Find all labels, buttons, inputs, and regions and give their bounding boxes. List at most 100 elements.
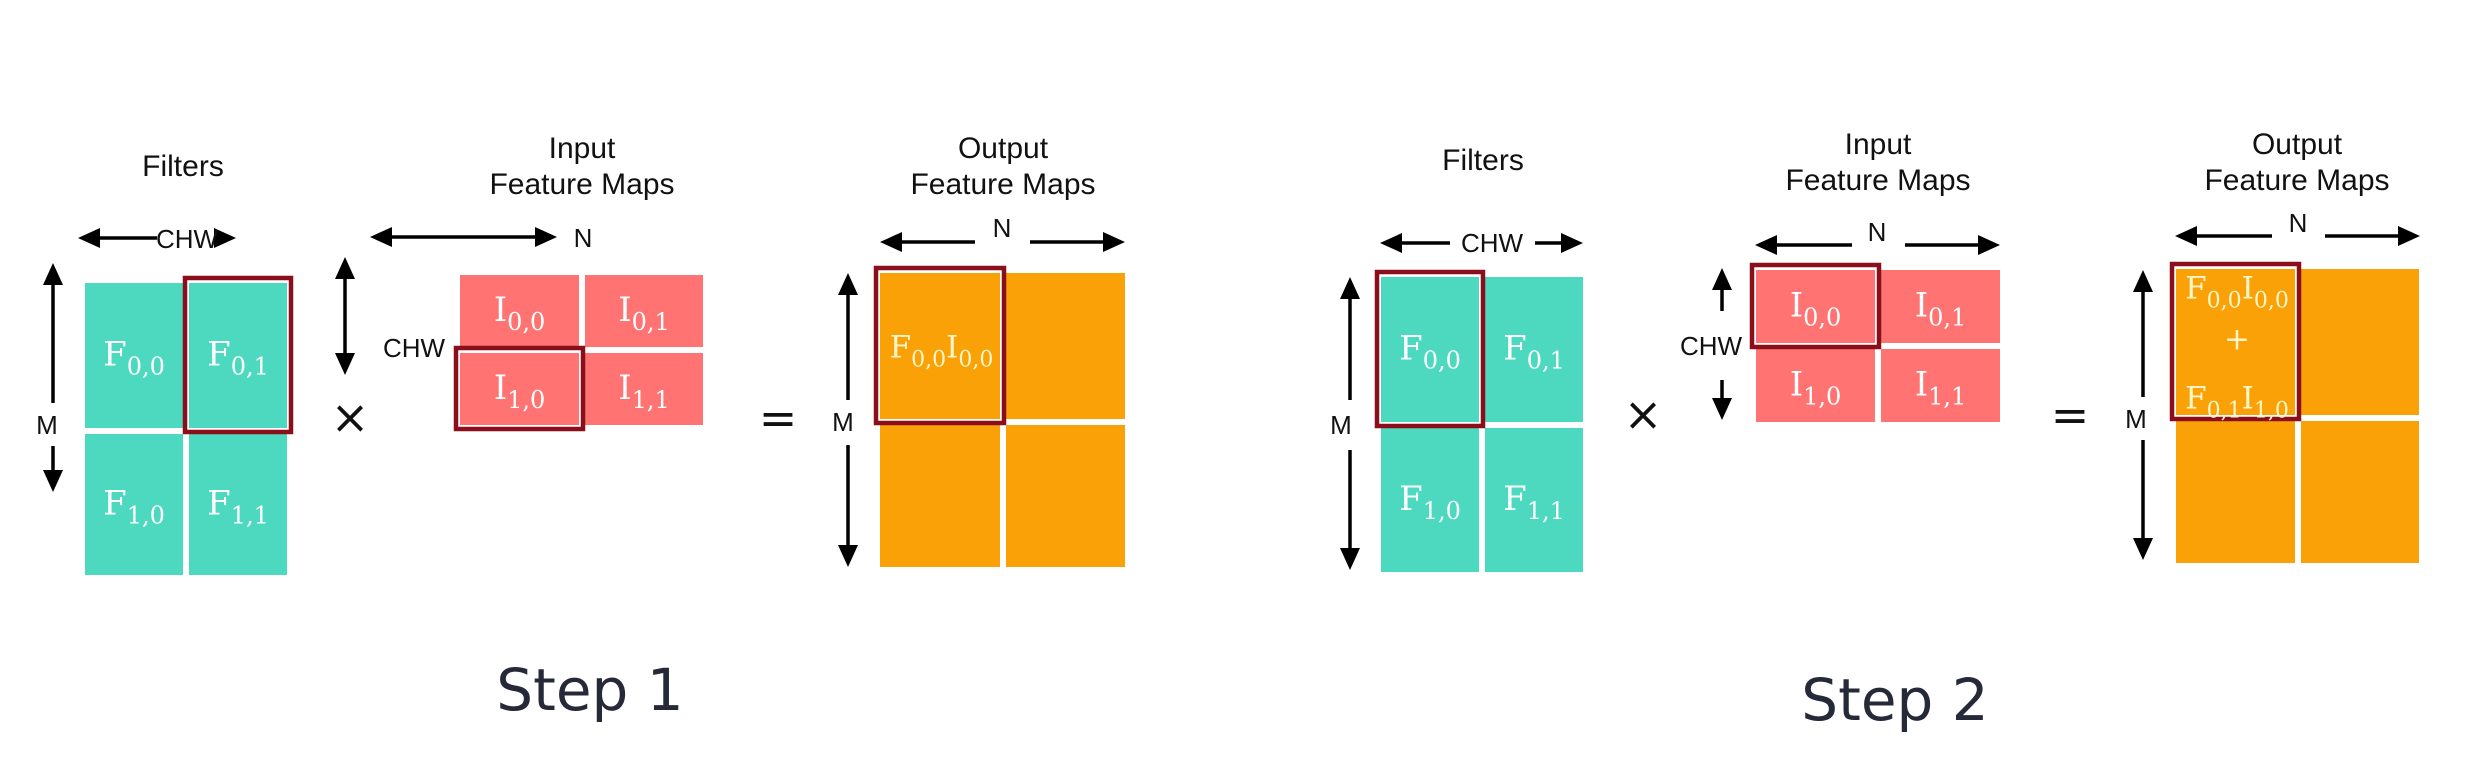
step-2-input-title-line2: Feature Maps (1785, 164, 1970, 197)
step-1-input-n-label: N (574, 223, 593, 253)
step-1-filters-matrix-highlight-box (182, 275, 294, 435)
arrowhead-down (1712, 398, 1732, 420)
step-1-label: Step 1 (496, 656, 683, 724)
step-1-filters-matrix-cell-0-1 (189, 283, 287, 428)
arrowhead-up (1712, 268, 1732, 290)
step-2-output-term-0-factor-0-subscript: 0,0 (2207, 289, 2242, 314)
step-1-filters-matrix-cell-1-1-subscript: 1,1 (231, 502, 269, 530)
step-2-output-m-arrow (2133, 270, 2153, 560)
step-2-filters-matrix-cell-0-0-subscript: 0,0 (1423, 347, 1461, 375)
step-2-output-term-1-factor-1-subscript: 1,0 (2254, 399, 2289, 424)
step-1-input-chw-arrow (335, 257, 355, 375)
step-1-input-matrix-cell-0-0-base: I (494, 290, 507, 330)
step-1-output-matrix-highlight-box (873, 265, 1007, 426)
step-1-output-term-0: F0,0​I0,0​ (890, 330, 994, 373)
step-2-filters-matrix-highlight-box (1374, 269, 1486, 429)
step-2-input-n-arrow (1755, 235, 2000, 255)
step-2-filters-matrix-cell-label-0-0: F0,0​ (1399, 329, 1461, 375)
step-2-input-matrix-cell-0-1-subscript: 0,1 (1928, 304, 1966, 332)
step-2-filters-matrix-cell-0-0-base: F (1399, 329, 1423, 369)
step-2-input-matrix-cell-label-1-0: I1,0​ (1790, 365, 1842, 411)
step-2-output-matrix-cell-1-1 (2301, 421, 2419, 563)
step-1-output-matrix-cell-1-0 (880, 425, 1000, 567)
step-1-output-n-label: N (993, 213, 1012, 243)
step-1-input-matrix-cell-0-1-base: I (618, 290, 631, 330)
step-1-output-term-0-factor-1-subscript: 0,0 (958, 348, 993, 373)
arrowhead-down (1340, 548, 1360, 570)
step-2-input-matrix-cell-0-0-subscript: 0,0 (1803, 304, 1841, 332)
step-1-output-matrix-cell-1-1 (1006, 425, 1125, 567)
step-1-input-matrix-cell-label-1-0: I1,0​ (494, 368, 546, 414)
step-2-input-matrix-highlight-box (1749, 262, 1882, 350)
step-1-filters-matrix-cell-label-1-1: F1,1​ (207, 484, 269, 530)
step-2-output-term-1-factor-0-base: F (2185, 381, 2207, 417)
step-1-filters-title: Filters (142, 150, 224, 183)
step-2-filters-title: Filters (1442, 144, 1524, 177)
step-2-output-matrix-cell-0-1 (2301, 269, 2419, 415)
step-2-filters-matrix-cell-0-1-subscript: 0,1 (1527, 347, 1565, 375)
step-2-input-matrix-cell-1-0 (1756, 349, 1875, 422)
step-2-filters-matrix-cell-label-0-1: F0,1​ (1503, 329, 1565, 375)
step-2-filters-matrix-cell-0-1 (1485, 277, 1583, 422)
step-2-input-matrix-cell-0-1-base: I (1915, 286, 1928, 326)
step-1-filters-matrix-cell-0-0-subscript: 0,0 (127, 353, 165, 381)
step-2-filters-m-label: M (1330, 410, 1352, 440)
step-2-filters-m-arrow (1340, 277, 1360, 570)
step-2-input-matrix-cell-1-1-base: I (1915, 365, 1928, 405)
step-2-output-term-1-factor-1-base: I (2242, 381, 2254, 417)
step-1-output-term-0-factor-0-subscript: 0,0 (911, 348, 946, 373)
step-1-output-matrix-cell-0-0 (880, 273, 1000, 419)
arrowhead-down (2133, 538, 2153, 560)
step-1-filters-matrix: F0,0​ F0,1​ F1,0​ F1,1​ (85, 275, 294, 575)
step-1-filters-matrix-cell-label-1-0: F1,0​ (103, 484, 165, 530)
arrowhead-right (1978, 235, 2000, 255)
step-1-filters-matrix-cell-0-0-base: F (103, 335, 127, 375)
step-2-input-matrix-cell-label-1-1: I1,1​ (1915, 365, 1967, 411)
step-1-filters-matrix-cell-1-0 (85, 434, 183, 575)
step-1-input-title-line1: Input (549, 132, 616, 165)
step-1-input-matrix-cell-0-1-subscript: 0,1 (632, 308, 670, 336)
step-2-filters-matrix-cell-1-1-base: F (1503, 479, 1527, 519)
step-1-input-matrix-cell-1-1-subscript: 1,1 (632, 386, 670, 414)
step-2-output-term-0-factor-1-base: I (2242, 271, 2254, 307)
arrowhead-down (838, 545, 858, 567)
arrowhead-right (1561, 233, 1583, 253)
step-2-output-term-1: F0,1​I1,0​ (2185, 381, 2289, 424)
step-2-filters-chw-label: CHW (1461, 228, 1524, 258)
step-1-input-matrix-cell-0-0-subscript: 0,0 (507, 308, 545, 336)
arrowhead-down (43, 470, 63, 492)
step-2-output-n-arrow (2175, 226, 2420, 246)
step-2-output-n-label: N (2289, 208, 2308, 238)
arrowhead-left (78, 228, 100, 248)
step-1-input-matrix: I0,0​I0,1​I1,0​I1,1​ (453, 275, 703, 432)
step-1-filters-matrix-cell-label-0-0: F0,0​ (103, 335, 165, 381)
step-1-output-term-0-factor-0-base: F (890, 330, 912, 366)
arrowhead-left (1380, 233, 1402, 253)
arrowhead-right (1103, 232, 1125, 252)
step-1-filters-matrix-cell-0-0 (85, 283, 183, 428)
step-2-output-plus-sign: + (2224, 322, 2250, 358)
step-2-input-n-label: N (1868, 217, 1887, 247)
step-1-filters-matrix-cell-0-1-base: F (207, 335, 231, 375)
step-1-filters-matrix-cell-1-0-subscript: 1,0 (127, 502, 165, 530)
step-1-input-matrix-cell-1-1-base: I (618, 368, 631, 408)
step-2-filters-matrix-cell-label-1-1: F1,1​ (1503, 479, 1565, 525)
step-2-output-term-0-factor-0-base: F (2185, 271, 2207, 307)
step-2-filters-matrix-cell-label-1-0: F1,0​ (1399, 479, 1461, 525)
step-1-input-title-line2: Feature Maps (489, 168, 674, 201)
step-2-input-matrix-cell-label-0-1: I0,1​ (1915, 286, 1967, 332)
step-2-input-chw-arrow (1712, 268, 1732, 420)
arrowhead-left (1755, 235, 1777, 255)
step-2-input-matrix: I0,0​I0,1​I1,0​I1,1​ (1749, 262, 2000, 422)
step-1-filters-matrix-cell-0-1-subscript: 0,1 (231, 353, 269, 381)
step-1-input-matrix-cell-label-1-1: I1,1​ (618, 368, 670, 414)
step-1-input-matrix-highlight-box (453, 345, 586, 432)
step-2-output-matrix-cell-0-0 (2176, 269, 2295, 415)
arrowhead-up (838, 273, 858, 295)
step-2-filters-matrix-cell-1-1-subscript: 1,1 (1527, 497, 1565, 525)
step-2-filters-matrix-cell-1-0-subscript: 1,0 (1423, 497, 1461, 525)
step-2-input-chw-label: CHW (1680, 331, 1743, 361)
step-2-output-title-line2: Feature Maps (2204, 164, 2389, 197)
step-1-filters-matrix-cell-label-0-1: F0,1​ (207, 335, 269, 381)
